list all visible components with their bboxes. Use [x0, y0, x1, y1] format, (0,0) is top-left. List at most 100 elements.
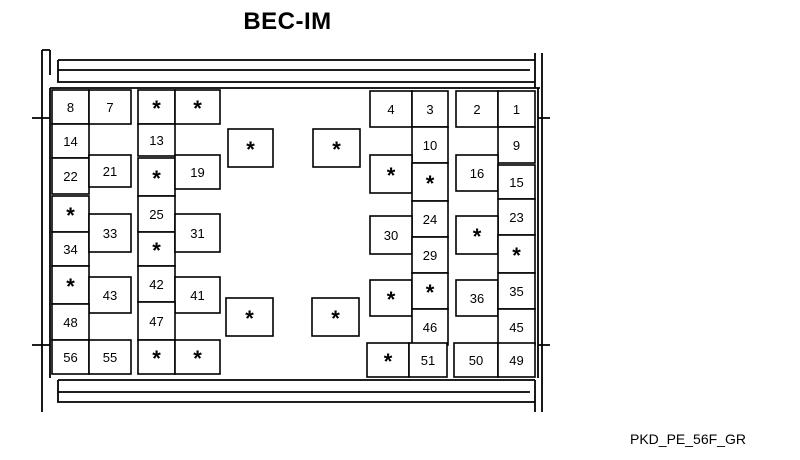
cell-box — [455, 154, 499, 192]
cell-label: * — [332, 137, 341, 162]
cell-label: 19 — [190, 165, 204, 180]
cell-label: 47 — [149, 314, 163, 329]
cell-label: 33 — [103, 226, 117, 241]
cell-box — [225, 297, 274, 337]
connector-cell: 13 — [137, 123, 176, 157]
connector-cell: 23 — [497, 198, 536, 236]
cell-label: 8 — [67, 100, 74, 115]
cell-box — [174, 276, 221, 314]
cell-box — [51, 303, 90, 341]
connector-cell: * — [174, 339, 221, 375]
cell-label: 2 — [473, 102, 480, 117]
cell-label: 48 — [63, 315, 77, 330]
cell-box — [227, 128, 274, 168]
cell-box — [411, 200, 449, 238]
cell-label: 16 — [470, 166, 484, 181]
connector-cell: * — [227, 128, 274, 168]
connector-cell: 14 — [51, 123, 90, 159]
cell-label: 10 — [423, 138, 437, 153]
cell-box — [497, 90, 536, 128]
connector-cell: 29 — [411, 236, 449, 274]
cell-label: * — [152, 166, 161, 191]
connector-cell: 9 — [497, 126, 536, 164]
cell-label: * — [245, 306, 254, 331]
connector-cell: * — [51, 195, 90, 233]
cell-box — [88, 213, 132, 253]
cell-label: * — [152, 238, 161, 263]
board-frame — [32, 49, 550, 412]
cell-box — [137, 231, 176, 267]
cell-label: 14 — [63, 134, 77, 149]
connector-cell: 48 — [51, 303, 90, 341]
connector-cell: * — [312, 128, 361, 168]
connector-cell: * — [174, 89, 221, 125]
cell-label: 56 — [63, 350, 77, 365]
cell-box — [408, 342, 448, 378]
cell-label: 31 — [190, 226, 204, 241]
cell-label: * — [193, 96, 202, 121]
cell-box — [137, 339, 176, 375]
cell-box — [411, 162, 449, 202]
connector-cell: 16 — [455, 154, 499, 192]
connector-cell: * — [455, 215, 499, 255]
cell-label: 13 — [149, 133, 163, 148]
connector-cell: 35 — [497, 272, 536, 310]
cell-label: 25 — [149, 207, 163, 222]
cell-box — [174, 213, 221, 253]
connector-cell: 15 — [497, 164, 536, 200]
connector-cell: 43 — [88, 276, 132, 314]
cell-label: * — [152, 346, 161, 371]
cell-label: 50 — [469, 353, 483, 368]
cell-label: 36 — [470, 291, 484, 306]
connector-cell: 10 — [411, 126, 449, 164]
connector-cell: * — [137, 339, 176, 375]
connector-cell: * — [497, 234, 536, 274]
cell-label: * — [387, 287, 396, 312]
connector-cell: * — [51, 265, 90, 305]
connector-cell: 36 — [455, 279, 499, 317]
connector-cell: 45 — [497, 308, 536, 346]
cell-box — [312, 128, 361, 168]
connector-cell: 3 — [411, 90, 449, 128]
connector-cell: 34 — [51, 231, 90, 267]
cell-box — [497, 234, 536, 274]
cell-label: 49 — [509, 353, 523, 368]
cell-label: 43 — [103, 288, 117, 303]
cell-label: 41 — [190, 288, 204, 303]
cell-label: 35 — [509, 284, 523, 299]
connector-cell: 56 — [51, 339, 90, 375]
cell-box — [369, 154, 413, 194]
cell-label: * — [331, 306, 340, 331]
cell-label: 1 — [513, 102, 520, 117]
cell-box — [137, 265, 176, 303]
connector-cell: * — [311, 297, 360, 337]
connector-cell: * — [137, 157, 176, 197]
cell-label: 34 — [63, 242, 77, 257]
cell-label: 21 — [103, 164, 117, 179]
cell-label: 42 — [149, 277, 163, 292]
cell-label: * — [66, 274, 75, 299]
diagram-code: PKD_PE_56F_GR — [630, 431, 746, 447]
cell-label: * — [193, 346, 202, 371]
cell-box — [411, 90, 449, 128]
connector-cell: * — [369, 279, 413, 317]
cell-label: * — [387, 163, 396, 188]
cell-label: * — [512, 243, 521, 268]
cell-label: * — [426, 171, 435, 196]
cell-box — [137, 195, 176, 233]
connector-cell: 55 — [88, 339, 132, 375]
connector-cell: 42 — [137, 265, 176, 303]
connector-cell: 24 — [411, 200, 449, 238]
cell-box — [455, 90, 499, 128]
connector-cell: 19 — [174, 154, 221, 190]
cell-label: 15 — [509, 175, 523, 190]
cell-label: 24 — [423, 212, 437, 227]
cell-box — [369, 215, 413, 255]
connector-cell: 33 — [88, 213, 132, 253]
cell-box — [455, 215, 499, 255]
cell-box — [174, 89, 221, 125]
connector-cell: * — [366, 342, 410, 378]
cell-box — [411, 236, 449, 274]
connector-cell: 41 — [174, 276, 221, 314]
